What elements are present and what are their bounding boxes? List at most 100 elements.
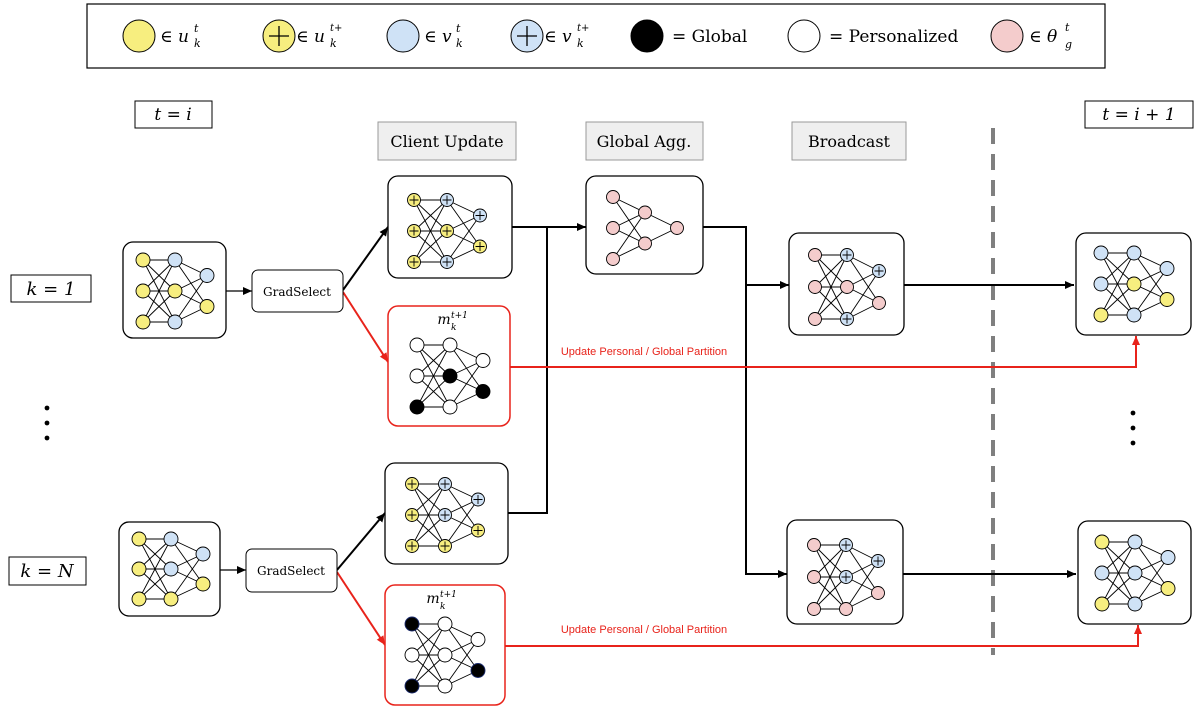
legend-plus-icon-u [269, 26, 289, 46]
net-edge [813, 576, 847, 610]
net-node [808, 280, 822, 294]
legend-v-sub: k [456, 37, 463, 50]
net-node [404, 616, 420, 632]
network-next-2 [1094, 534, 1176, 612]
net-edge [1101, 541, 1136, 574]
mask-sup-1: t+1 [451, 311, 468, 321]
net-node [442, 337, 458, 353]
plus-icon [842, 250, 852, 260]
stage-global-agg-box [585, 121, 704, 161]
arrows-black [220, 287, 252, 574]
net-node [1126, 245, 1142, 261]
net-node [195, 546, 211, 562]
net-node [807, 538, 821, 552]
legend-box [86, 3, 1106, 69]
net-edge [416, 375, 451, 408]
legend-u-sup: t [194, 22, 199, 35]
time-label-right: t = i + 1 [1102, 105, 1175, 125]
net-edge [1101, 541, 1136, 605]
net-edge [138, 538, 172, 600]
plus-icon [407, 479, 417, 489]
net-node [1126, 307, 1142, 323]
net-edge [1133, 268, 1168, 316]
plus-icon [841, 572, 851, 582]
net-node [1126, 276, 1142, 292]
client-last-label: k = N [20, 561, 74, 582]
net-edge [845, 560, 879, 610]
mask-sup-2: t+1 [440, 590, 457, 600]
legend-u-plus-sup: t+ [330, 23, 342, 34]
net-node [195, 576, 211, 592]
legend-u-node [122, 19, 156, 53]
stage-client-update-box [377, 121, 517, 161]
time-label-right-box [1084, 100, 1194, 129]
net-node [131, 561, 147, 577]
time-label-left-box [134, 100, 213, 129]
net-edge [413, 199, 448, 263]
client-first-label: k = 1 [27, 279, 76, 300]
legend-u-plus-sub: k [330, 37, 337, 50]
client-last-box [8, 556, 87, 586]
plus-icon [473, 495, 483, 504]
net-node [135, 283, 151, 299]
net-node [1127, 565, 1143, 581]
network-broadcast-2 [807, 538, 885, 616]
plus-icon [473, 526, 483, 535]
legend-v-sup: t [456, 22, 461, 35]
plus-icon [873, 556, 883, 566]
net-node [808, 312, 822, 326]
net-node [839, 602, 853, 616]
legend-plus-icon-v [517, 26, 537, 46]
net-node [638, 236, 652, 251]
network-broadcast-1 [808, 248, 886, 326]
update-partition-label-1: Update Personal / Global Partition [561, 346, 727, 358]
net-edge [1101, 572, 1136, 605]
legend-theta-text: ∈ θ [1029, 27, 1057, 47]
net-node [1094, 596, 1110, 612]
net-node [167, 283, 183, 299]
plus-icon [475, 242, 485, 251]
legend-theta-sub: g [1065, 38, 1072, 51]
net-node [404, 678, 420, 694]
net-node [470, 632, 486, 647]
net-edge [413, 199, 448, 232]
ellipsis-left [44, 405, 50, 441]
net-edge [1100, 252, 1135, 316]
net-node [606, 190, 620, 204]
net-node [1127, 596, 1143, 612]
net-node [167, 314, 183, 330]
net-edge [416, 344, 451, 377]
net-node [1127, 534, 1143, 550]
net-edge [1100, 252, 1135, 285]
net-node [135, 314, 151, 330]
gradselect-box-1 [251, 269, 344, 313]
legend-v-plus-text: ∈ v [544, 27, 572, 47]
plus-icon [440, 479, 450, 489]
net-node [163, 531, 179, 547]
net-node [1160, 581, 1176, 596]
net-node [437, 678, 453, 694]
network-clientN-update [405, 477, 485, 553]
gradselect-box-2 [245, 548, 338, 593]
net-edge [142, 259, 176, 323]
net-node [470, 663, 486, 678]
plus-icon [475, 211, 485, 220]
gradselect-label-1: GradSelect [263, 285, 331, 299]
network-client1-initial [135, 252, 215, 330]
net-node [163, 561, 179, 577]
ellipsis-right [1130, 410, 1136, 446]
net-node [1093, 245, 1109, 261]
net-node [1159, 261, 1175, 276]
net-node [872, 296, 886, 310]
legend-theta-sup: t [1065, 21, 1070, 34]
plus-icon [874, 266, 884, 276]
network-global-agg [606, 190, 684, 266]
net-node [409, 368, 425, 384]
plus-icon [440, 541, 450, 551]
net-edge [411, 623, 446, 656]
net-edge [411, 623, 446, 687]
legend-global-text: = Global [672, 27, 747, 47]
legend-u-text: ∈ u [160, 27, 189, 47]
plus-icon [407, 541, 417, 551]
